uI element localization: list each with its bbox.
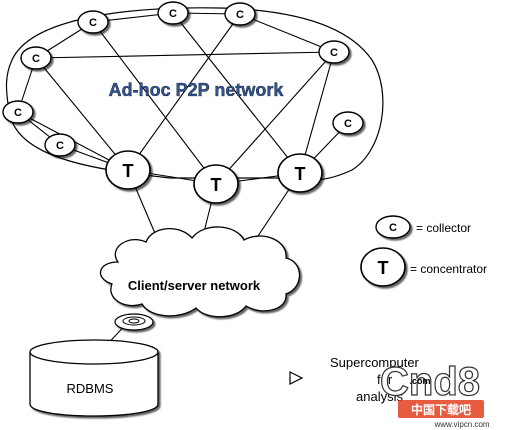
- svg-text:T: T: [295, 164, 306, 184]
- concentrator-node: T: [105, 150, 151, 190]
- collector-node: C: [77, 10, 109, 34]
- link: [92, 21, 217, 185]
- client-server-cloud: [100, 226, 301, 318]
- collector-node: C: [332, 111, 364, 135]
- legend-collector-symbol: C: [375, 215, 411, 239]
- svg-text:C: C: [89, 17, 97, 29]
- concentrator-node: T: [193, 164, 239, 204]
- collector-node: C: [20, 46, 52, 70]
- svg-text:T: T: [378, 258, 389, 278]
- svg-text:Supercomputer: Supercomputer: [330, 355, 420, 370]
- collector-node: C: [157, 1, 189, 25]
- collector-node: C: [2, 100, 34, 124]
- svg-text:C: C: [389, 222, 397, 234]
- link: [172, 12, 301, 174]
- concentrator-nodes: T T T: [105, 150, 323, 204]
- link: [127, 13, 241, 171]
- p2p-network-label: Ad-hoc P2P network: [109, 80, 285, 100]
- link: [35, 57, 129, 171]
- rdbms-label: RDBMS: [67, 381, 114, 396]
- concentrator-node: T: [277, 153, 323, 193]
- svg-text:www.vipcn.com: www.vipcn.com: [433, 420, 489, 429]
- svg-text:中国下载吧: 中国下载吧: [411, 402, 471, 417]
- svg-text:C: C: [330, 47, 338, 59]
- client-server-label: Client/server network: [128, 278, 261, 293]
- svg-text:C: C: [236, 9, 244, 21]
- collector-node: C: [318, 40, 350, 64]
- link: [215, 51, 335, 185]
- legend-collector-text: = collector: [416, 221, 471, 235]
- svg-text:analysis: analysis: [356, 389, 403, 404]
- svg-text:for: for: [377, 372, 393, 387]
- svg-text:C: C: [169, 8, 177, 20]
- rdbms-database: [29, 339, 159, 417]
- link: [299, 51, 335, 174]
- svg-text:Cnd8: Cnd8: [380, 360, 480, 404]
- svg-text:T: T: [211, 175, 222, 195]
- svg-text:C: C: [14, 107, 22, 119]
- collector-node: C: [44, 133, 76, 157]
- legend-concentrator-symbol: T: [360, 247, 406, 287]
- link: [35, 51, 335, 59]
- collector-nodes: C C C C C C C C: [2, 1, 364, 157]
- link: [239, 13, 335, 53]
- cnd8-watermark-logo: Cnd8 .com 中国下载吧 www.vipcn.com: [379, 359, 489, 429]
- legend: C = collector T = concentrator: [360, 215, 487, 287]
- legend-concentrator-text: = concentrator: [410, 262, 487, 276]
- svg-text:T: T: [123, 161, 134, 181]
- svg-text:C: C: [32, 53, 40, 65]
- collector-node: C: [224, 2, 256, 26]
- svg-text:C: C: [344, 118, 352, 130]
- svg-text:.com: .com: [409, 376, 430, 386]
- arrow-to-supercomputer: [289, 371, 304, 385]
- svg-text:C: C: [56, 140, 64, 152]
- gateway-disk-icon: [114, 313, 154, 331]
- supercomputer-label: Supercomputer for analysis: [330, 355, 420, 404]
